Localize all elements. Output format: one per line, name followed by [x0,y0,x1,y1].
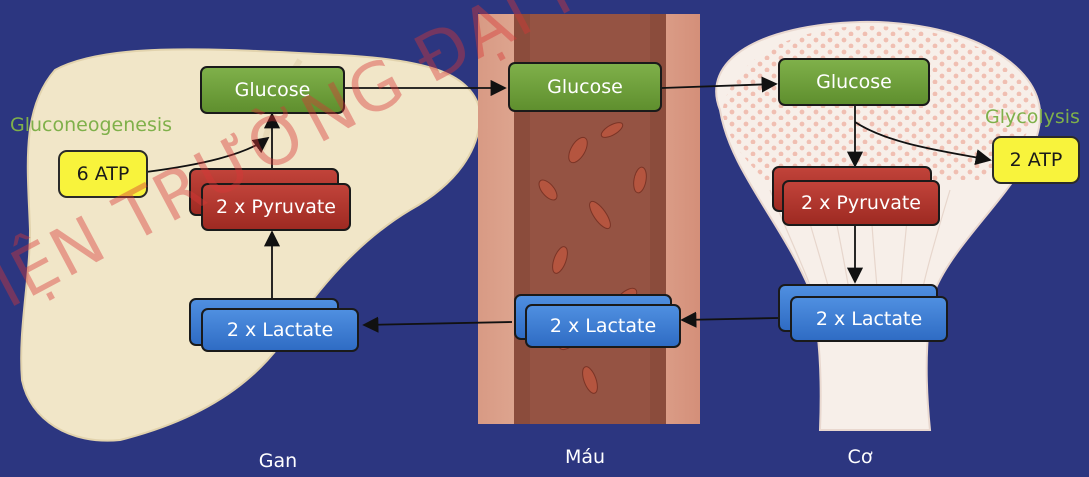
glycolysis-label: Glycolysis [985,106,1080,128]
muscle-glucose-box: Glucose [778,58,930,106]
liver-glucose-box: Glucose [200,66,345,114]
liver-pyruvate-box: 2 x Pyruvate [201,183,351,231]
muscle-caption: Cơ [800,446,920,468]
liver-lactate-box: 2 x Lactate [201,308,359,352]
muscle-lactate-box: 2 x Lactate [790,296,948,342]
liver-atp-box: 6 ATP [58,150,148,198]
blood-glucose-box: Glucose [508,62,662,112]
blood-caption: Máu [525,446,645,468]
blood-lactate-box: 2 x Lactate [525,304,681,348]
gluconeogenesis-label: Gluconeogenesis [10,114,172,136]
muscle-atp-box: 2 ATP [992,136,1080,184]
muscle-pyruvate-box: 2 x Pyruvate [782,180,940,226]
liver-caption: Gan [218,450,338,472]
